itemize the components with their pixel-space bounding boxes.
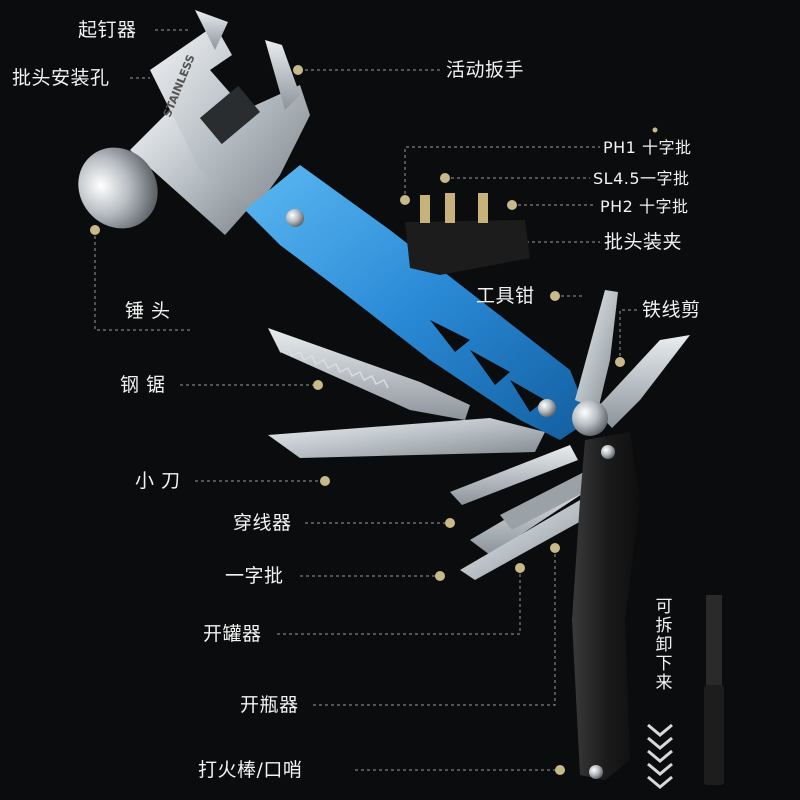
label-saw: 钢 锯 [120, 374, 166, 396]
label-flat-screwdriver: 一字批 [225, 565, 284, 587]
hammer-head [78, 105, 265, 235]
label-wrench: 活动扳手 [446, 59, 525, 81]
blue-handle [245, 165, 590, 440]
label-fire-whistle: 打火棒/口哨 [198, 759, 303, 781]
label-can-opener: 开罐器 [203, 623, 262, 645]
label-knife: 小 刀 [135, 470, 181, 492]
black-handle [572, 432, 640, 780]
wrench-head: STAINLESS [150, 10, 310, 210]
label-ph2: PH2 十字批 [600, 197, 689, 216]
label-wire-cutter: 铁线剪 [642, 299, 701, 321]
bit-holder [405, 193, 530, 275]
label-bottle-opener: 开瓶器 [240, 694, 299, 716]
saw-blade [268, 328, 470, 420]
label-bit-slot: 批头安装孔 [12, 67, 110, 89]
knife-blade [268, 418, 545, 458]
small-tools [450, 445, 596, 580]
label-pliers: 工具钳 [476, 285, 535, 307]
label-sl45: SL4.5一字批 [593, 169, 690, 188]
label-ph1: PH1 十字批 [603, 138, 692, 157]
label-awl: 穿线器 [233, 512, 292, 534]
leader-lines [94, 29, 640, 771]
label-bit-holder: 批头装夹 [604, 231, 683, 253]
pliers-jaws [572, 290, 690, 436]
label-nail-puller: 起钉器 [78, 19, 137, 41]
label-detachable: 可拆卸下来 [655, 597, 673, 693]
label-hammer: 锤 头 [125, 300, 171, 322]
callout-dots [90, 65, 658, 775]
fire-rod [704, 595, 724, 785]
chevron-down-icon [647, 723, 673, 789]
